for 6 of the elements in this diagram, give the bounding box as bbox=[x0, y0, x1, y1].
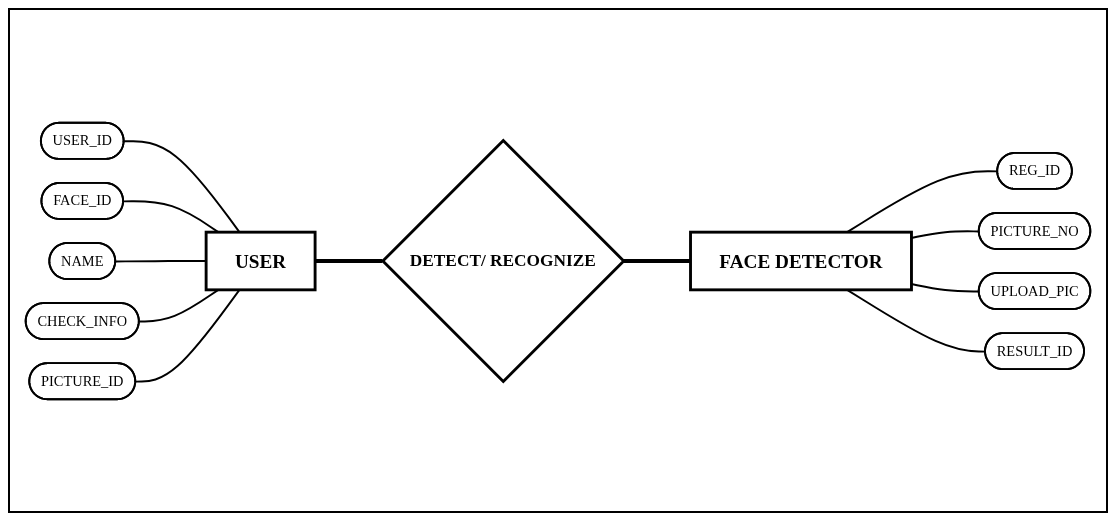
connector bbox=[623, 258, 691, 263]
diagram-frame: USER_ID FACE_ID NAME CHECK_INFO PICTURE_ID USER DETECT/ RECOGNIZE FACE DETECTOR REG_ID PICTURE_NO UPLOAD_PIC RESULT_ID bbox=[8, 8, 1108, 513]
node-box bbox=[689, 230, 913, 291]
node-box bbox=[204, 230, 317, 291]
connector bbox=[315, 258, 383, 263]
node-diamond bbox=[380, 138, 626, 383]
